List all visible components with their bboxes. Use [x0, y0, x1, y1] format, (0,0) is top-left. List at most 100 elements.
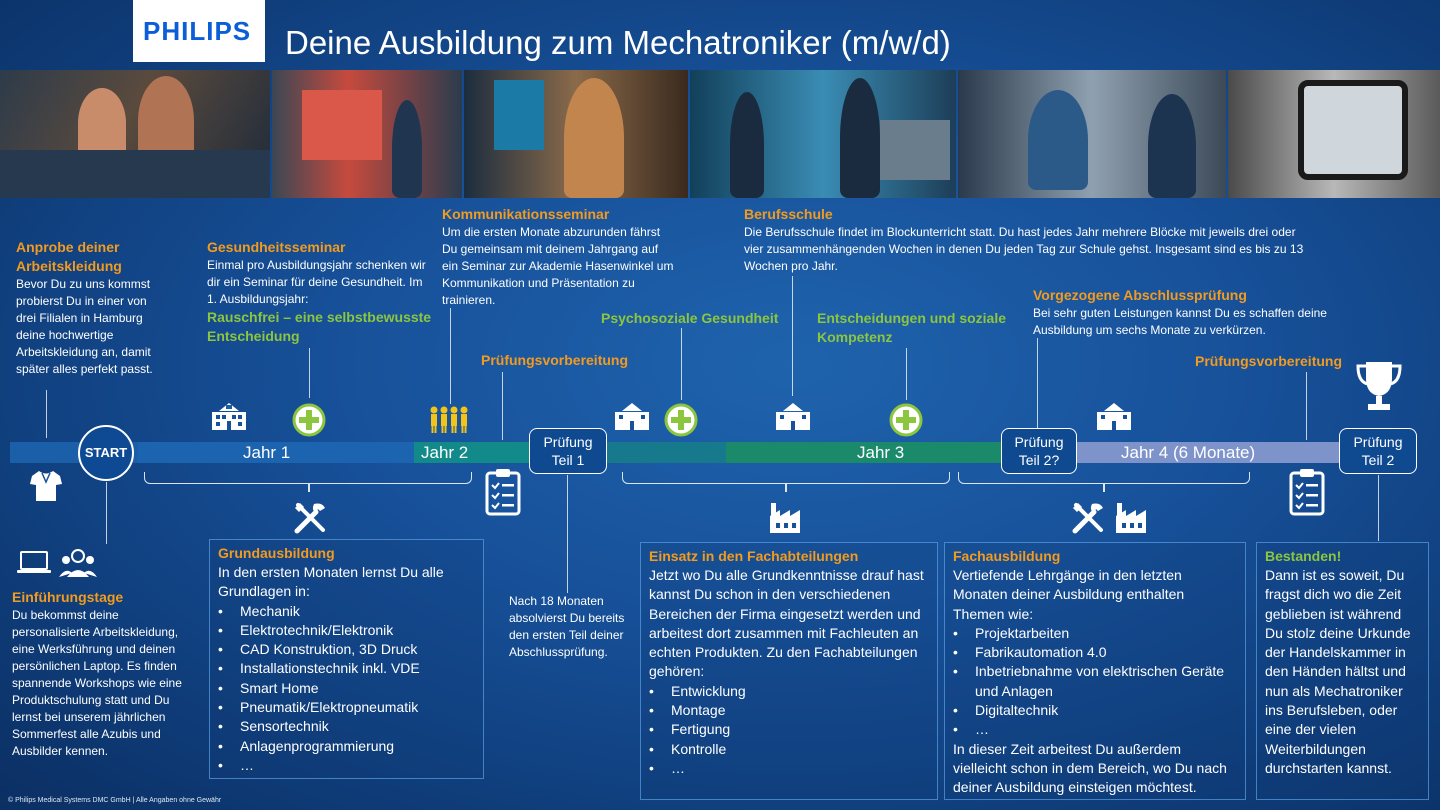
- checklist-icon: [485, 469, 521, 516]
- anprobe-block: Anprobe deiner Arbeitskleidung Bevor Du …: [16, 238, 166, 378]
- timeline-bar-year4: [1076, 442, 1340, 463]
- connector-line: [1378, 475, 1379, 541]
- brace-tick: [1103, 484, 1105, 492]
- einsatz-title: Einsatz in den Fachabteilungen: [649, 548, 859, 564]
- grundausbildung-box: Grundausbildung In den ersten Monaten le…: [209, 539, 484, 779]
- fachausbildung-intro: Vertiefende Lehrgänge in den letzten Mon…: [953, 567, 1185, 622]
- start-marker: START: [78, 425, 134, 481]
- connector-line: [681, 328, 682, 400]
- connector-line: [906, 348, 907, 400]
- anprobe-title: Anprobe deiner Arbeitskleidung: [16, 239, 122, 274]
- list-item: Kontrolle: [649, 740, 929, 760]
- workshop-people-icon: [59, 549, 97, 577]
- tools-icon: [1072, 503, 1103, 534]
- gesundheit-highlight: Rauschfrei – eine selbstbewusste Entsche…: [207, 309, 432, 344]
- shirt-icon: [30, 471, 62, 501]
- list-item: Montage: [649, 701, 929, 721]
- tools-icon: [294, 503, 325, 534]
- brace-einsatz: [622, 472, 950, 484]
- list-item: Sensortechnik: [218, 717, 475, 737]
- pruefung-teil2: Prüfung Teil 2: [1339, 428, 1417, 474]
- brace-grundausbildung: [144, 472, 472, 484]
- philips-logo: PHILIPS: [143, 16, 252, 46]
- brace-tick: [785, 484, 787, 492]
- list-item: Fertigung: [649, 720, 929, 740]
- health-plus-icon: [292, 403, 326, 437]
- list-item: Projektarbeiten: [953, 624, 1237, 644]
- nach18-text: Nach 18 Monaten absolvierst Du bereits d…: [509, 594, 625, 659]
- checklist-icon: [1289, 469, 1325, 516]
- factory-icon: [770, 503, 800, 533]
- anprobe-text: Bevor Du zu uns kommst probierst Du in e…: [16, 277, 153, 376]
- kommunikation-title: Kommunikationsseminar: [442, 206, 610, 222]
- gesundheit-text: Einmal pro Ausbildungsjahr schenken wir …: [207, 258, 426, 306]
- pruefung-teil2-line2: Teil 2: [1361, 452, 1395, 468]
- pruefung-teil1-line1: Prüfung: [543, 434, 593, 450]
- photo-workshop-2: [272, 70, 462, 198]
- list-item: …: [649, 759, 929, 779]
- brace-fachausbildung: [958, 472, 1250, 484]
- vorgezogen-title: Vorgezogene Abschlussprüfung: [1033, 287, 1247, 303]
- pruefung-teil2-line1: Prüfung: [1353, 434, 1403, 450]
- pruefung-teil2q-line1: Prüfung: [1014, 434, 1064, 450]
- year3-label: Jahr 3: [857, 443, 905, 462]
- einsatz-intro: Jetzt wo Du alle Grundkenntnisse drauf h…: [649, 567, 924, 680]
- pruefung-teil1-line2: Teil 1: [551, 452, 585, 468]
- list-item: Anlagenprogrammierung: [218, 737, 475, 757]
- einfuehrung-title: Einführungstage: [12, 589, 124, 605]
- fachausbildung-list: Projektarbeiten Fabrikautomation 4.0 Inb…: [953, 624, 1237, 740]
- list-item: …: [218, 756, 475, 776]
- list-item: Smart Home: [218, 679, 475, 699]
- connector-line: [792, 276, 793, 396]
- list-item: Digitaltechnik: [953, 701, 1237, 721]
- kommunikation-block: Kommunikationsseminar Um die ersten Mona…: [442, 205, 674, 309]
- berufsschule-text: Die Berufsschule findet im Blockunterric…: [744, 225, 1304, 273]
- connector-line: [1037, 338, 1038, 428]
- fachausbildung-outro: In dieser Zeit arbeitest Du außerdem vie…: [953, 740, 1227, 796]
- school-icon: [615, 403, 649, 430]
- copyright-footer: © Philips Medical Systems DMC GmbH | All…: [8, 797, 222, 804]
- connector-line: [46, 390, 47, 438]
- pruefvorb1-title: Prüfungsvorbereitung: [481, 352, 629, 368]
- photo-lab: [690, 70, 956, 198]
- pruefvorb2-title: Prüfungsvorbereitung: [1195, 353, 1343, 369]
- bestanden-text: Dann ist es soweit, Du fragst dich wo di…: [1265, 567, 1411, 776]
- einsatz-list: Entwicklung Montage Fertigung Kontrolle …: [649, 682, 929, 779]
- connector-line: [1306, 372, 1307, 440]
- einsatz-box: Einsatz in den Fachabteilungen Jetzt wo …: [640, 542, 938, 800]
- grundausbildung-list: Mechanik Elektrotechnik/Elektronik CAD K…: [218, 602, 475, 776]
- fachausbildung-box: Fachausbildung Vertiefende Lehrgänge in …: [944, 542, 1246, 800]
- entscheidungen-title: Entscheidungen und soziale Kompetenz: [817, 310, 1007, 345]
- people-team-icon: [430, 406, 468, 433]
- list-item: Fabrikautomation 4.0: [953, 643, 1237, 663]
- grundausbildung-intro: In den ersten Monaten lernst Du alle Gru…: [218, 564, 444, 600]
- pruefung-teil2-optional: Prüfung Teil 2?: [1001, 428, 1077, 474]
- photo-tablet: [1228, 70, 1440, 198]
- year2-label: Jahr 2: [421, 443, 469, 462]
- school-icon: [1097, 403, 1131, 430]
- trophy-icon: [1356, 362, 1402, 410]
- einfuehrung-block: Einführungstage Du bekommst deine person…: [12, 588, 192, 760]
- page-title: Deine Ausbildung zum Mechatroniker (m/w/…: [285, 24, 951, 61]
- connector-line: [502, 372, 503, 440]
- photo-welding: [958, 70, 1226, 198]
- connector-line: [309, 348, 310, 398]
- list-item: Elektrotechnik/Elektronik: [218, 621, 475, 641]
- health-plus-icon: [889, 403, 923, 437]
- year1-label: Jahr 1: [243, 443, 291, 462]
- connector-line: [450, 308, 451, 404]
- pruefung-teil2q-line2: Teil 2?: [1018, 452, 1060, 468]
- vorgezogen-text: Bei sehr guten Leistungen kannst Du es s…: [1033, 306, 1327, 337]
- list-item: Pneumatik/Elektropneumatik: [218, 698, 475, 718]
- list-item: Mechanik: [218, 602, 475, 622]
- list-item: Installationstechnik inkl. VDE: [218, 659, 475, 679]
- psycho-title: Psychosoziale Gesundheit: [601, 310, 779, 326]
- photo-workshop-1: [0, 70, 270, 198]
- list-item: CAD Konstruktion, 3D Druck: [218, 640, 475, 660]
- timeline-bar-year2b: [606, 442, 726, 463]
- list-item: Entwicklung: [649, 682, 929, 702]
- kommunikation-text: Um die ersten Monate abzurunden fährst D…: [442, 225, 674, 307]
- photo-strip: [0, 70, 1440, 198]
- year4-label: Jahr 4 (6 Monate): [1121, 443, 1256, 462]
- gesundheit-block: Gesundheitsseminar Einmal pro Ausbildung…: [207, 238, 432, 346]
